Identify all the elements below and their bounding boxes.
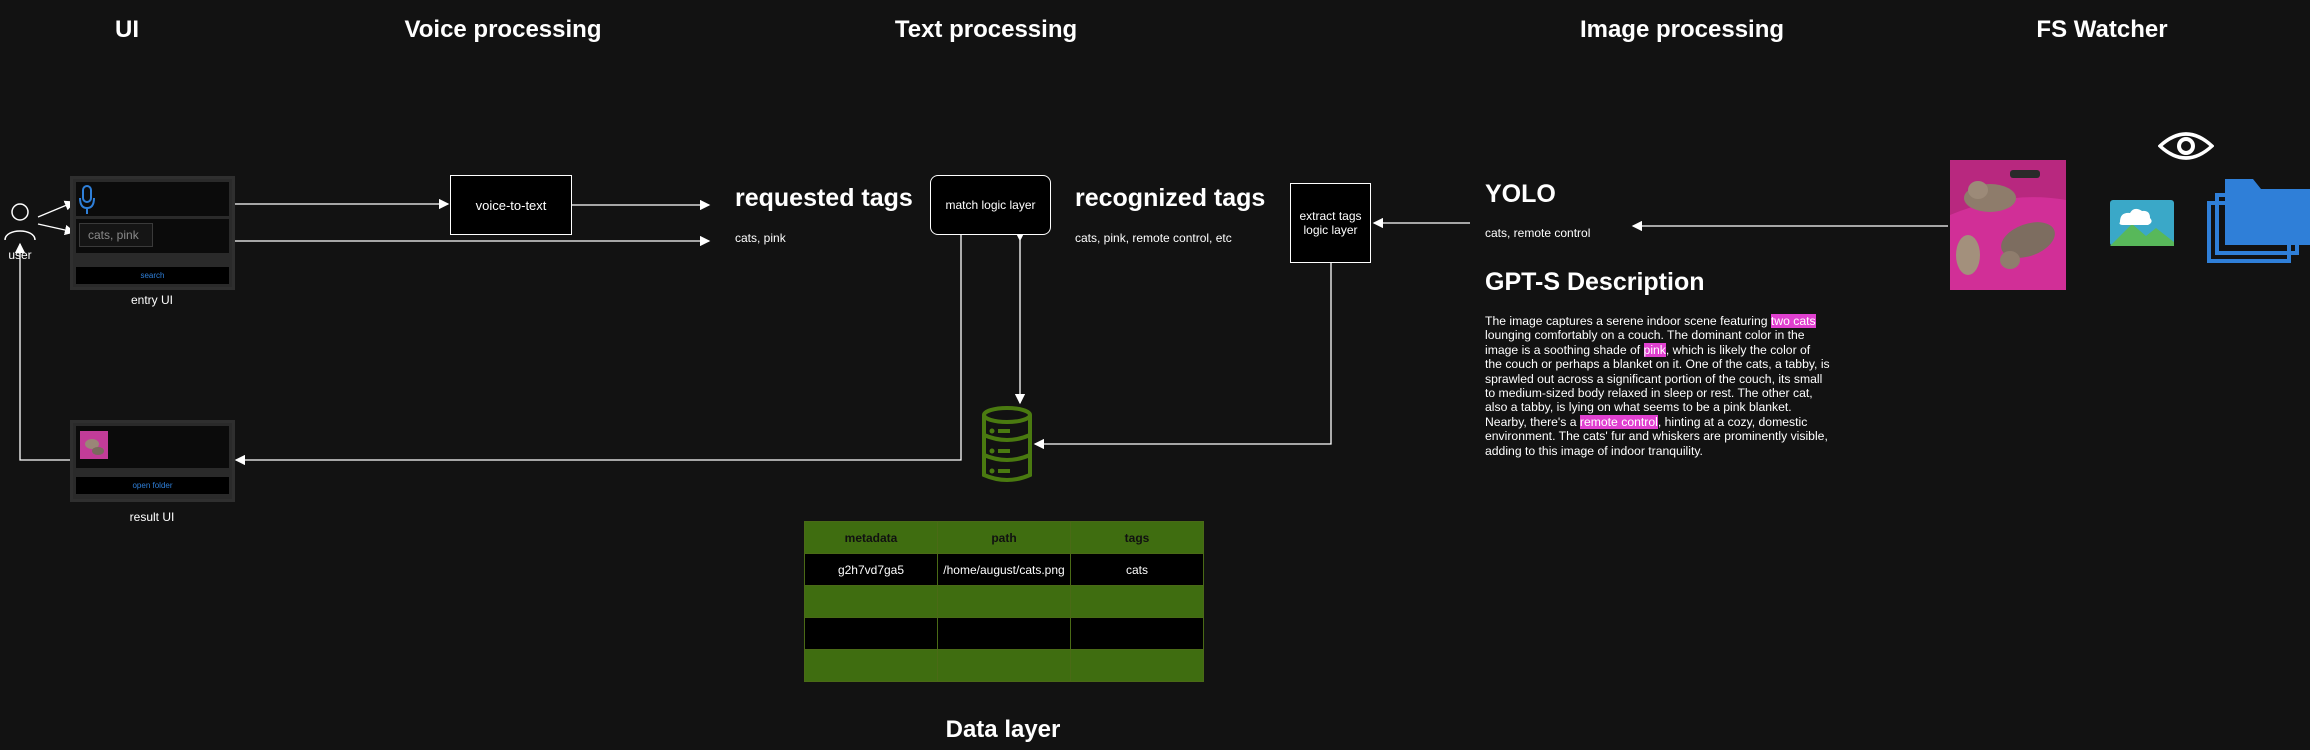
gpt-highlight-pink: pink [1643, 342, 1666, 357]
search-button[interactable]: search [76, 267, 229, 284]
arrow-match-to-result [234, 235, 962, 466]
eye-icon [2158, 132, 2214, 160]
arrow-user-to-input [37, 223, 76, 236]
section-title-image: Image processing [1579, 16, 1785, 43]
arrow-result-to-user [14, 242, 70, 461]
gpt-text-part: The image captures a serene indoor scene… [1485, 314, 1771, 328]
table-row: g2h7vd7ga5 /home/august/cats.png cats [804, 553, 1204, 586]
database-icon [982, 406, 1032, 482]
folder-icon [2207, 179, 2310, 263]
table-row [804, 649, 1204, 682]
table-header: tags [1070, 521, 1204, 554]
microphone-icon[interactable] [78, 184, 98, 216]
recognized-tags-title: recognized tags [1075, 184, 1266, 212]
cats-photo [1950, 160, 2066, 290]
recognized-tags-value: cats, pink, remote control, etc [1075, 231, 1232, 245]
section-title-ui: UI [115, 16, 139, 43]
result-ui-caption: result UI [129, 510, 175, 524]
section-title-data: Data layer [945, 716, 1061, 743]
image-file-icon [2110, 200, 2174, 246]
user-label: user [8, 248, 32, 262]
extract-logic-box: extract tags logic layer [1290, 183, 1371, 263]
voice-to-text-box: voice-to-text [450, 175, 572, 235]
search-input[interactable]: cats, pink [79, 223, 153, 247]
gpt-highlight-two-cats: two cats [1770, 314, 1816, 328]
entry-ui-mock: cats, pink search [70, 176, 235, 290]
gpt-text-part: lounging comfortably on a couch. The dom… [1485, 328, 1805, 357]
arrow-user-to-mic [37, 200, 76, 218]
yolo-title: YOLO [1485, 180, 1556, 208]
table-cell: g2h7vd7ga5 [804, 553, 938, 586]
gpt-title: GPT-S Description [1485, 268, 1705, 296]
gpt-text-part: , hinting at a cozy, domestic environmen… [1485, 414, 1828, 458]
user-icon [4, 203, 36, 241]
yolo-value: cats, remote control [1485, 226, 1591, 240]
section-title-fs: FS Watcher [2036, 16, 2168, 43]
gpt-highlight-remote-control: remote control [1579, 414, 1658, 429]
table-cell: /home/august/cats.png [937, 553, 1071, 586]
result-ui-mock: open folder [70, 420, 235, 502]
gpt-description: The image captures a serene indoor scene… [1485, 314, 1830, 458]
requested-tags-title: requested tags [735, 184, 913, 212]
table-cell: cats [1070, 553, 1204, 586]
match-logic-box: match logic layer [930, 175, 1051, 235]
arrow-extract-to-db [1033, 263, 1332, 450]
table-row [804, 617, 1204, 650]
table-row [804, 585, 1204, 618]
requested-tags-value: cats, pink [735, 231, 786, 245]
gpt-text-part: , which is likely the color of the couch… [1485, 342, 1830, 429]
section-title-text: Text processing [894, 16, 1078, 43]
table-header: metadata [804, 521, 938, 554]
table-header: path [937, 521, 1071, 554]
data-table: metadata path tags g2h7vd7ga5 /home/augu… [804, 521, 1204, 682]
section-title-voice: Voice processing [404, 16, 602, 43]
open-folder-button[interactable]: open folder [76, 477, 229, 494]
entry-ui-caption: entry UI [130, 293, 173, 307]
result-thumbnail-image[interactable] [80, 431, 108, 459]
table-header-row: metadata path tags [804, 521, 1204, 554]
